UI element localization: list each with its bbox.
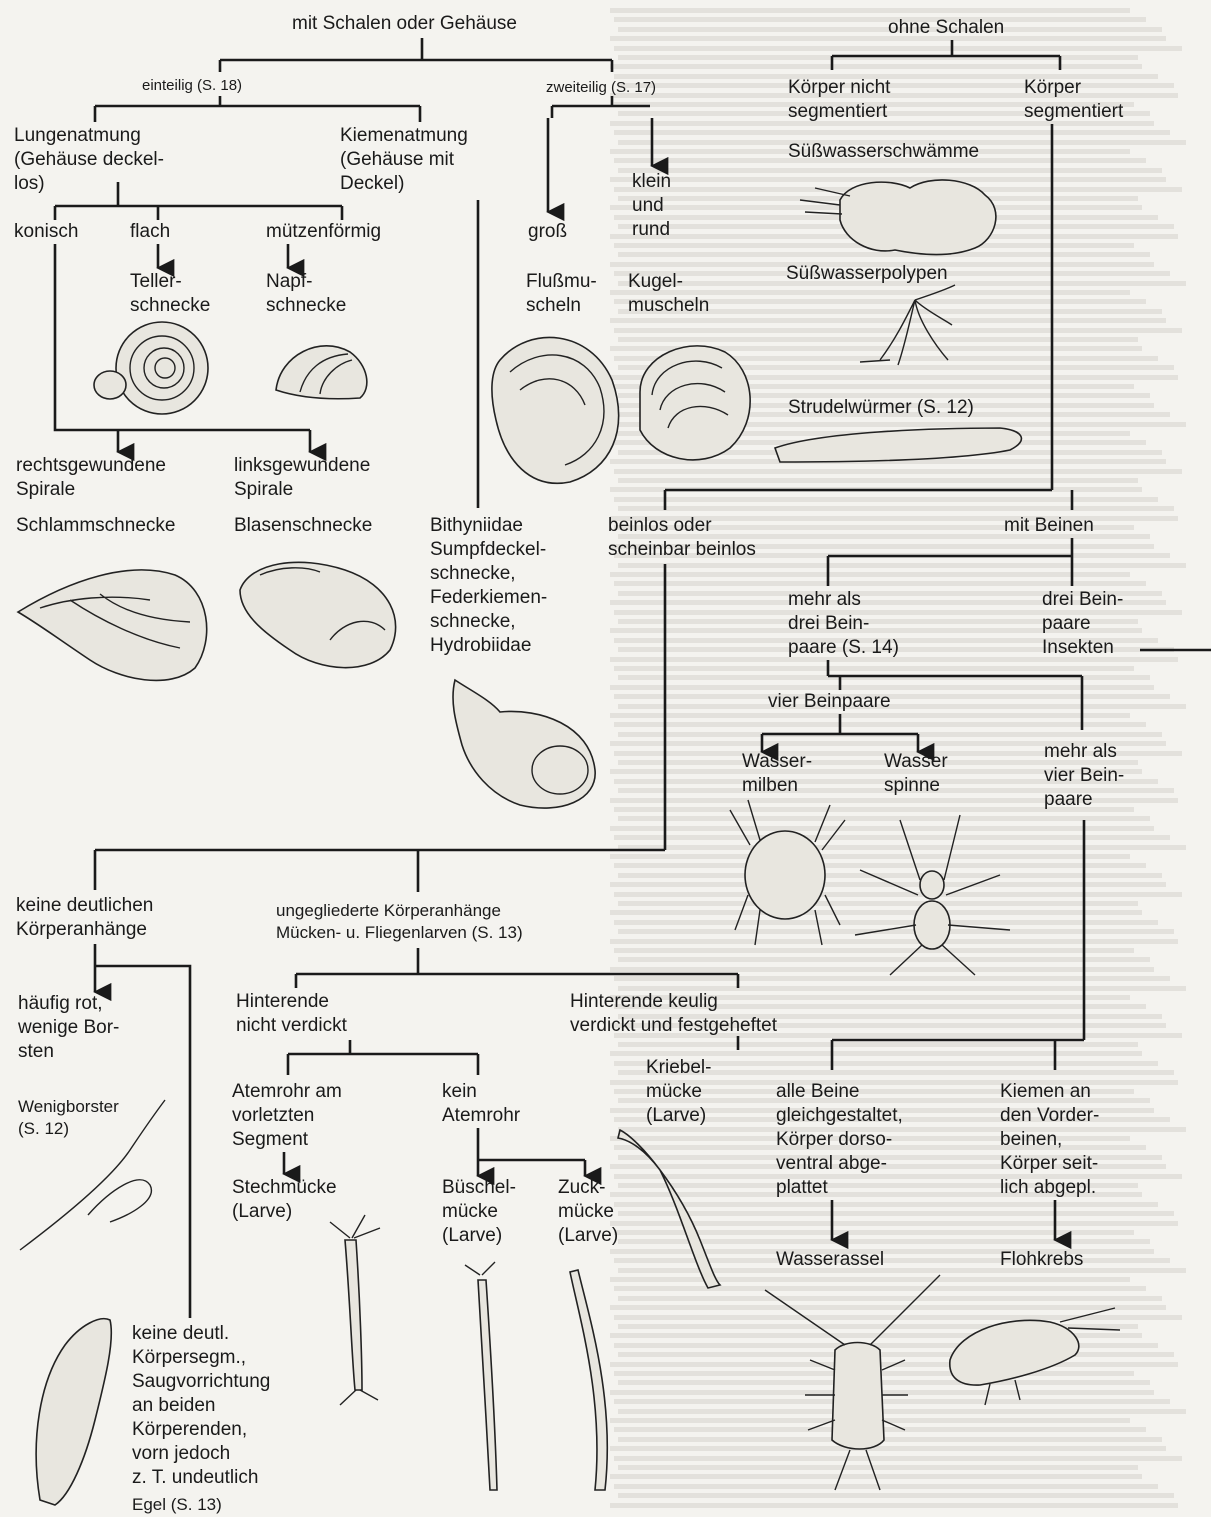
flatworms-label: Strudelwürmer (S. 12) [788, 396, 974, 420]
leech-illustration [36, 1319, 111, 1505]
right-spiral-label: rechtsgewundene Spirale [16, 454, 166, 502]
water-louse-illustration [765, 1275, 940, 1490]
sponge-illustration [800, 180, 996, 255]
sponges-label: Süßwasserschwämme [788, 140, 979, 164]
bithynia-illustration [453, 680, 595, 808]
with-legs-label: mit Beinen [1004, 514, 1094, 538]
rear-club-label: Hinterende keulig verdickt und festgehef… [570, 990, 777, 1038]
blackfly-label: Kriebel- mücke (Larve) [646, 1056, 711, 1128]
bladder-snail-illustration [240, 562, 396, 667]
one-part-label: einteilig (S. 18) [142, 76, 242, 96]
bithyniidae-label: Bithyniidae Sumpfdeckel- schnecke, Feder… [430, 514, 547, 658]
flatworm-illustration [775, 428, 1021, 462]
water-spider-illustration [855, 815, 1010, 975]
plate-snail-label: Teller- schnecke [130, 270, 210, 318]
polyps-label: Süßwasserpolypen [786, 262, 948, 286]
river-mussels-label: Flußmu- scheln [526, 270, 597, 318]
plate-snail-illustration [94, 322, 208, 414]
water-spider-label: Wasser spinne [884, 750, 948, 798]
chironomid-label: Zuck- mücke (Larve) [558, 1176, 618, 1248]
small-round-label: klein und rund [632, 170, 671, 242]
mosquito-larva-illustration [330, 1215, 380, 1405]
polyp-illustration [860, 285, 955, 365]
limpet-illustration [276, 346, 367, 399]
pond-snail-illustration [18, 570, 207, 681]
unjointed-label: ungegliederte Körperanhänge Mücken- u. F… [276, 900, 523, 944]
segmented-label: Körper segmentiert [1024, 76, 1123, 124]
mosquito-label: Stechmücke (Larve) [232, 1176, 337, 1224]
leech-label: Egel (S. 13) [132, 1494, 222, 1516]
cap-shaped-label: mützenförmig [266, 220, 381, 244]
bladder-snail-label: Blasenschnecke [234, 514, 372, 538]
pea-mussels-label: Kugel- muscheln [628, 270, 709, 318]
gills-front-label: Kiemen an den Vorder- beinen, Körper sei… [1000, 1080, 1099, 1200]
water-louse-label: Wasserassel [776, 1248, 884, 1272]
pea-mussel-illustration [640, 346, 750, 460]
limpet-label: Napf- schnecke [266, 270, 346, 318]
water-mite-illustration [730, 800, 845, 945]
oligochaeta-label: Wenigborster (S. 12) [18, 1096, 119, 1140]
conical-label: konisch [14, 220, 78, 244]
lung-breathing-label: Lungenatmung (Gehäuse deckel- los) [14, 124, 164, 196]
river-mussel-illustration [492, 337, 619, 483]
often-red-label: häufig rot, wenige Bor- sten [18, 992, 119, 1064]
four-pairs-label: vier Beinpaare [768, 690, 891, 714]
water-mites-label: Wasser- milben [742, 750, 812, 798]
more-than-three-label: mehr als drei Bein- paare (S. 14) [788, 588, 899, 660]
left-spiral-label: linksgewundene Spirale [234, 454, 370, 502]
no-appendages-label: keine deutlichen Körperanhänge [16, 894, 153, 942]
two-part-label: zweiteilig (S. 17) [546, 78, 656, 98]
pond-snail-label: Schlammschnecke [16, 514, 175, 538]
not-segmented-label: Körper nicht segmentiert [788, 76, 890, 124]
large-label: groß [528, 220, 567, 244]
flat-label: flach [130, 220, 170, 244]
without-shells-label: ohne Schalen [888, 16, 1004, 40]
breathing-tube-label: Atemrohr am vorletzten Segment [232, 1080, 342, 1152]
leech-description-label: keine deutl. Körpersegm., Saugvorrichtun… [132, 1322, 270, 1490]
rear-not-thick-label: Hinterende nicht verdickt [236, 990, 347, 1038]
amphipod-label: Flohkrebs [1000, 1248, 1083, 1272]
gill-breathing-label: Kiemenatmung (Gehäuse mit Deckel) [340, 124, 468, 196]
phantom-midge-larva-illustration [465, 1262, 497, 1490]
chironomid-larva-illustration [570, 1270, 607, 1490]
no-tube-label: kein Atemrohr [442, 1080, 520, 1128]
amphipod-illustration [950, 1308, 1120, 1405]
more-than-four-label: mehr als vier Bein- paare [1044, 740, 1124, 812]
three-pairs-label: drei Bein- paare Insekten [1042, 588, 1123, 660]
phantom-midge-label: Büschel- mücke (Larve) [442, 1176, 516, 1248]
legless-label: beinlos oder scheinbar beinlos [608, 514, 756, 562]
with-shells-label: mit Schalen oder Gehäuse [292, 12, 517, 36]
all-legs-same-label: alle Beine gleichgestaltet, Körper dorso… [776, 1080, 903, 1200]
blackfly-larva-illustration [618, 1130, 720, 1288]
